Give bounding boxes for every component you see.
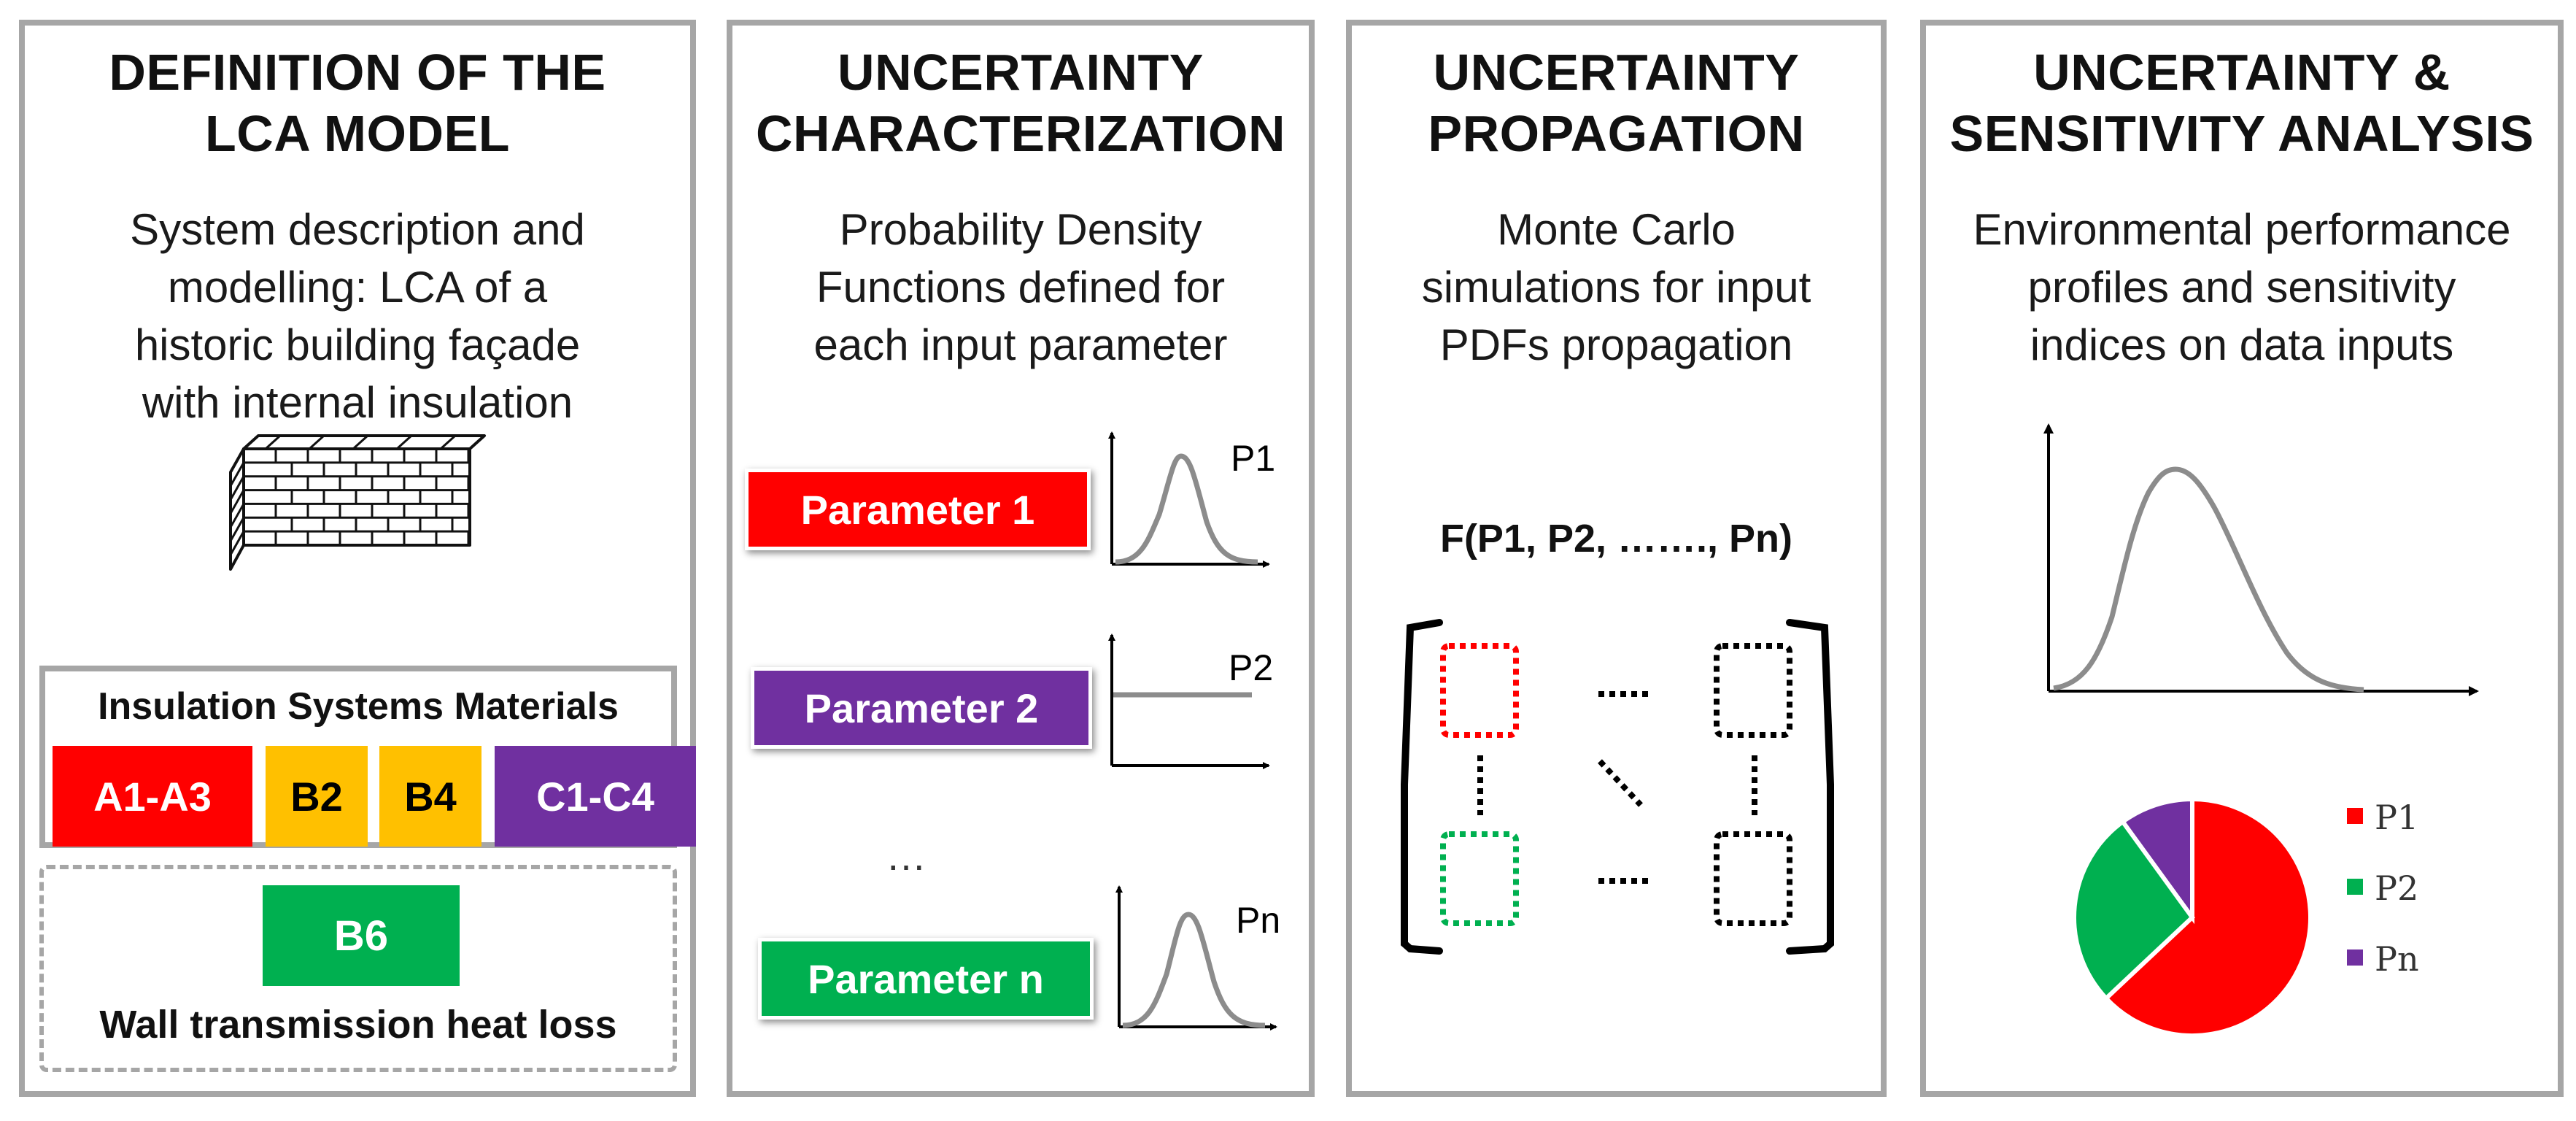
legend-swatch-p1	[2347, 808, 2363, 824]
model-formula: F(P1, P2, ……., Pn)	[1439, 517, 1793, 560]
panel-title: UNCERTAINTY & SENSITIVITY ANALYSIS	[1949, 44, 2534, 162]
legend-item-pn: Pn	[2347, 939, 2419, 979]
pdf-2-plot: P2	[1108, 633, 1273, 769]
left-bracket	[1401, 619, 1443, 955]
brick-wall-icon	[229, 434, 486, 571]
parameter-n-box: Parameter n	[758, 938, 1094, 1020]
legend-swatch-pn	[2347, 949, 2363, 966]
pdf-1-label: P1	[1231, 438, 1275, 479]
panel-propagation: UNCERTAINTY PROPAGATION Monte Carlo simu…	[1346, 20, 1887, 1097]
panel-title: UNCERTAINTY PROPAGATION	[1428, 44, 1805, 162]
panel-description: Monte Carlo simulations for input PDFs p…	[1421, 205, 1811, 369]
panel-definition: DEFINITION OF THE LCA MODEL System descr…	[19, 20, 696, 1097]
parameter-ellipsis: …	[886, 833, 927, 879]
panel-title: DEFINITION OF THE LCA MODEL	[109, 44, 606, 162]
parameter-2-box: Parameter 2	[751, 667, 1092, 749]
chip-c1-c4: C1-C4	[495, 746, 696, 847]
chip-a1-a3: A1-A3	[53, 746, 252, 847]
matrix-cell-bottom-left	[1440, 831, 1519, 926]
pdf-n-plot: Pn	[1115, 885, 1280, 1031]
legend-swatch-p2	[2347, 879, 2363, 895]
panel-description: System description and modelling: LCA of…	[130, 205, 585, 427]
operational-energy-box: B6 Wall transmission heat loss	[39, 865, 677, 1072]
b6-label: Wall transmission heat loss	[99, 1003, 617, 1047]
legend-item-p1: P1	[2347, 798, 2419, 837]
legend-item-p2: P2	[2347, 868, 2419, 908]
matrix-cell-bottom-right	[1714, 831, 1792, 926]
pdf-n-label: Pn	[1236, 900, 1280, 941]
pdf-2-label: P2	[1229, 647, 1273, 688]
legend-label-p2: P2	[2375, 868, 2419, 908]
panel-analysis: UNCERTAINTY & SENSITIVITY ANALYSIS Envir…	[1920, 20, 2564, 1097]
panel-description: Probability Density Functions defined fo…	[813, 205, 1228, 369]
chip-b4: B4	[379, 746, 481, 847]
right-bracket	[1786, 619, 1834, 955]
matrix-cell-top-right	[1714, 643, 1792, 738]
output-distribution-plot	[2043, 423, 2479, 696]
sensitivity-pie-chart	[2072, 796, 2313, 1038]
legend-label-pn: Pn	[2375, 939, 2419, 979]
panel-title: UNCERTAINTY CHARACTERIZATION	[755, 44, 1286, 162]
pdf-1-plot: P1	[1108, 431, 1275, 568]
insulation-materials-box: Insulation Systems Materials A1-A3 B2 B4…	[39, 666, 696, 848]
matrix-cell-top-left	[1440, 643, 1519, 738]
monte-carlo-matrix	[1401, 619, 1834, 955]
panel-description: Environmental performance profiles and s…	[1973, 205, 2511, 369]
pie-slice-p2	[2072, 818, 2195, 1002]
pie-slice-pn	[2119, 796, 2194, 925]
pie-slice-p1	[2103, 796, 2313, 1038]
diagonal-dots	[1598, 759, 1643, 807]
panel-characterization: UNCERTAINTY CHARACTERIZATION Probability…	[727, 20, 1315, 1097]
chip-b2: B2	[266, 746, 368, 847]
parameter-1-box: Parameter 1	[745, 469, 1091, 550]
materials-title: Insulation Systems Materials	[98, 685, 619, 728]
legend-label-p1: P1	[2375, 798, 2419, 837]
chip-b6: B6	[263, 885, 460, 986]
